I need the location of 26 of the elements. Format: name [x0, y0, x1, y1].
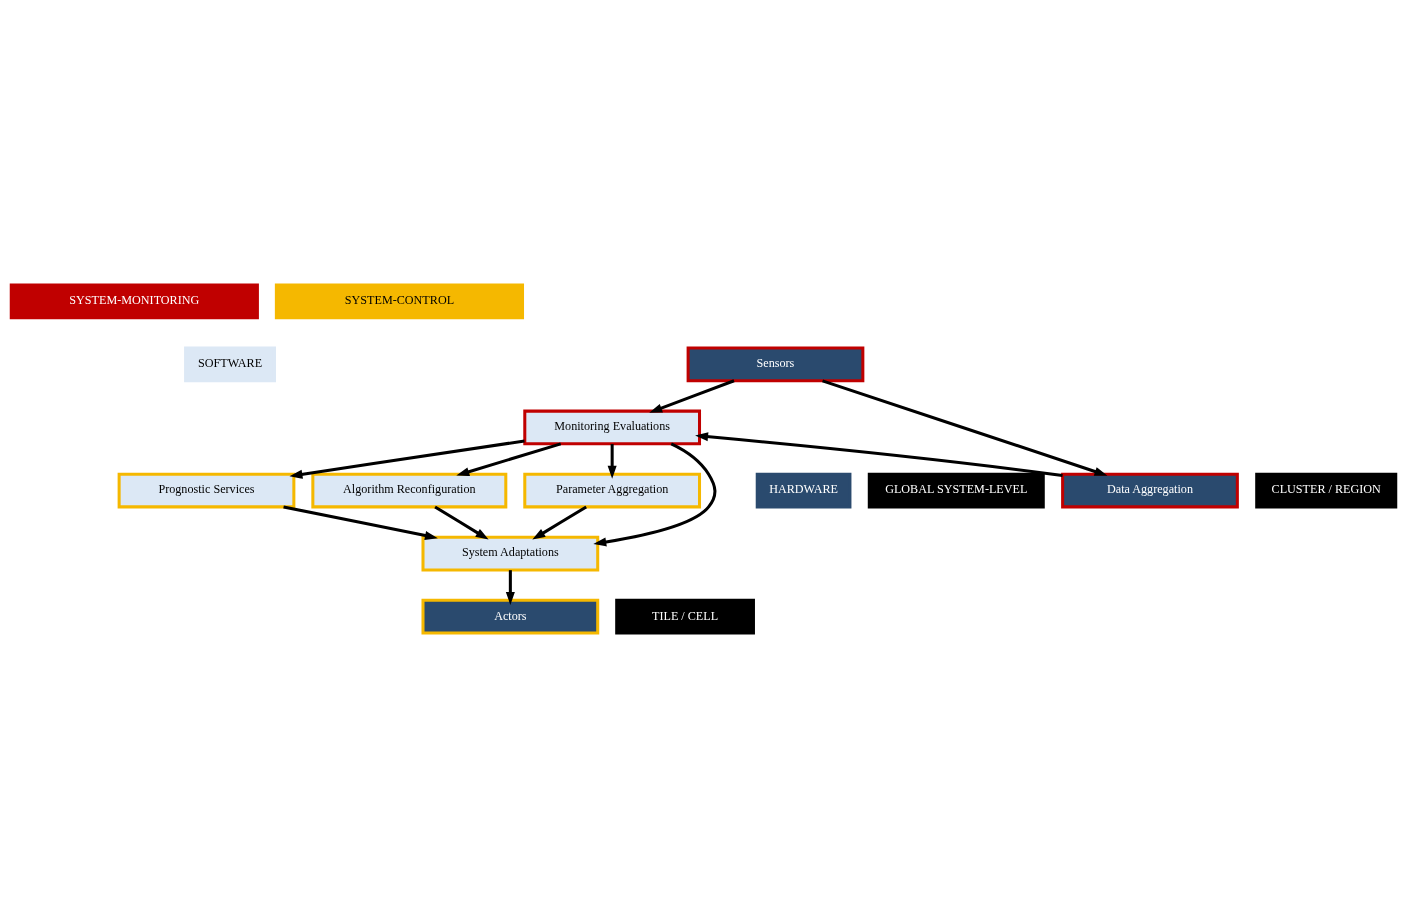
arrow [593, 442, 717, 546]
node-box: CLUSTER / REGION [1255, 472, 1398, 508]
node-box: System Adaptations [421, 535, 600, 571]
node-box: Actors [421, 598, 600, 634]
arrow [532, 505, 587, 540]
node-box: Algorithm Reconfiguration [311, 472, 508, 508]
node-box: Monitoring Evaluations [523, 409, 702, 445]
node-box: GLOBAL SYSTEM-LEVEL [867, 472, 1045, 508]
node-box: TILE / CELL [615, 598, 755, 634]
arrow [695, 431, 1063, 477]
node-box: Data Aggregation [1061, 472, 1239, 508]
arrow [283, 504, 438, 540]
arrow [607, 443, 617, 479]
node-box: SYSTEM-CONTROL [274, 283, 525, 319]
arrow [505, 569, 515, 605]
node-box: Sensors [686, 346, 865, 382]
arrow [456, 441, 562, 476]
node-box: SOFTWARE [184, 346, 276, 382]
arrow [822, 378, 1108, 476]
arrow [649, 378, 735, 413]
arrow [289, 438, 525, 479]
node-box: Prognostic Services [117, 472, 296, 508]
node-box: HARDWARE [755, 472, 852, 508]
node-box: Parameter Aggregation [523, 472, 702, 508]
arrow [434, 505, 489, 540]
node-box: SYSTEM-MONITORING [9, 283, 259, 319]
